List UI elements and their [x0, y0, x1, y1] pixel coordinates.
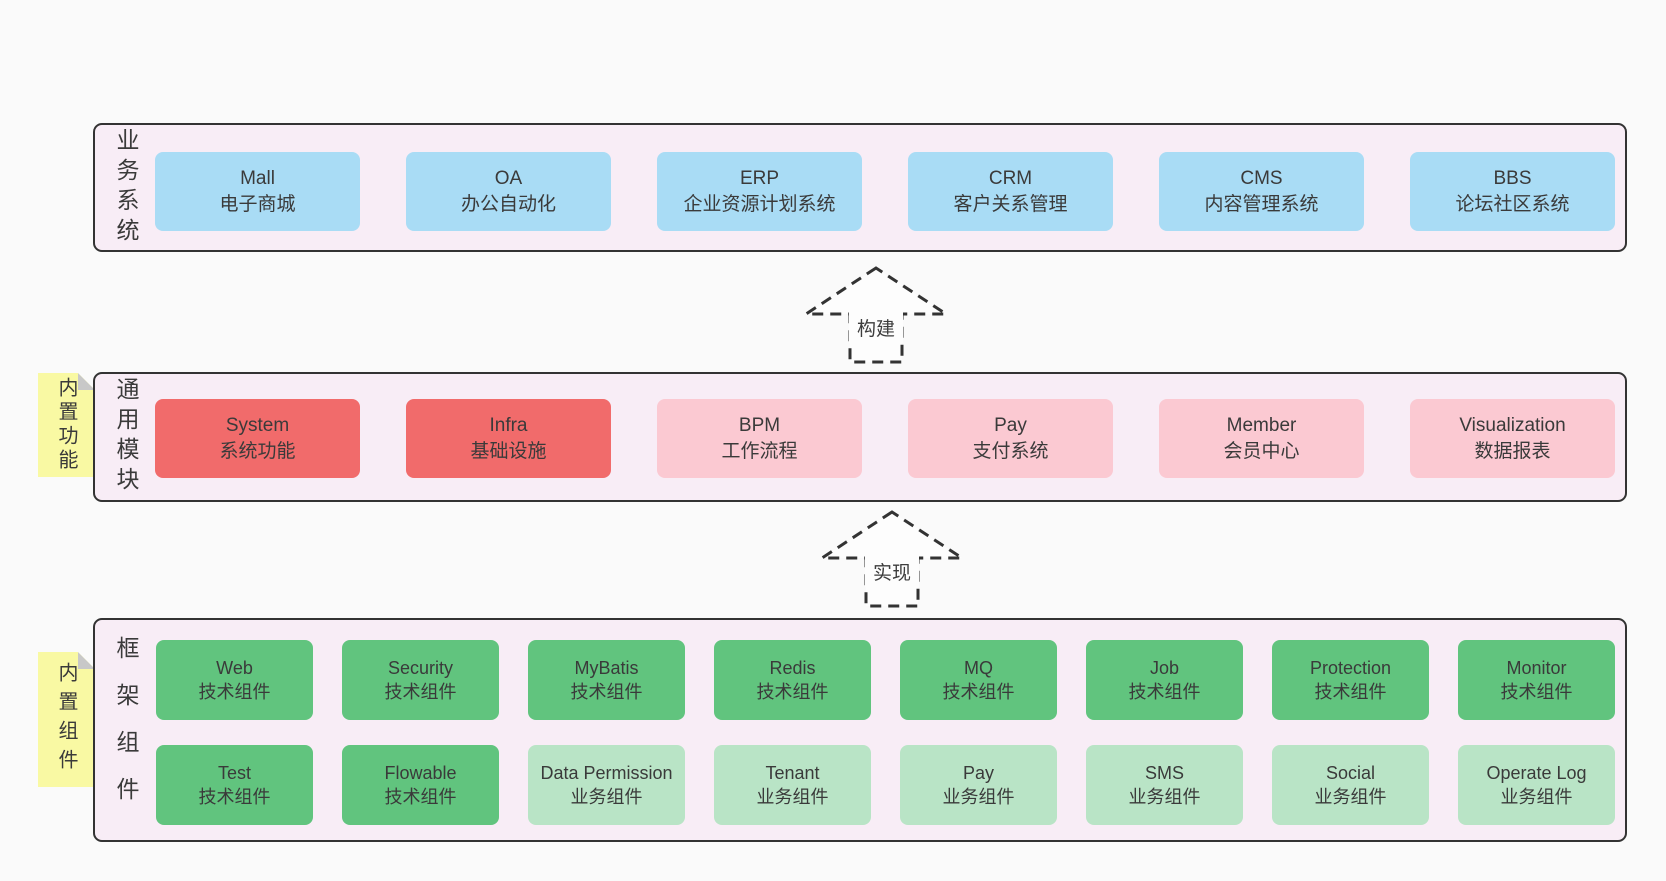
- common-modules-row: System 系统功能 Infra 基础设施 BPM 工作流程 Pay 支付系统…: [155, 399, 1615, 478]
- box-infra: Infra 基础设施: [406, 399, 611, 478]
- business-systems-row: Mall 电子商城 OA 办公自动化 ERP 企业资源计划系统 CRM 客户关系…: [155, 152, 1615, 231]
- implement-arrow-label: 实现: [865, 556, 919, 587]
- tag-built-in-features: 内置功能: [38, 373, 95, 477]
- framework-components-row-2: Test 技术组件 Flowable 技术组件 Data Permission …: [156, 745, 1615, 825]
- layer-framework-components: 框架组件 Web 技术组件 Security 技术组件 MyBatis 技术组件…: [93, 618, 1627, 842]
- box-erp: ERP 企业资源计划系统: [657, 152, 862, 231]
- box-data-permission: Data Permission 业务组件: [528, 745, 685, 825]
- box-mybatis: MyBatis 技术组件: [528, 640, 685, 720]
- box-monitor: Monitor 技术组件: [1458, 640, 1615, 720]
- tag-built-in-components: 内置组件: [38, 652, 95, 787]
- framework-components-grid: Web 技术组件 Security 技术组件 MyBatis 技术组件 Redi…: [156, 640, 1615, 825]
- box-bpm: BPM 工作流程: [657, 399, 862, 478]
- box-flowable: Flowable 技术组件: [342, 745, 499, 825]
- box-mall: Mall 电子商城: [155, 152, 360, 231]
- box-pay-business: Pay 业务组件: [900, 745, 1057, 825]
- box-social: Social 业务组件: [1272, 745, 1429, 825]
- box-operate-log: Operate Log 业务组件: [1458, 745, 1615, 825]
- box-mq: MQ 技术组件: [900, 640, 1057, 720]
- box-tenant: Tenant 业务组件: [714, 745, 871, 825]
- box-bbs: BBS 论坛社区系统: [1410, 152, 1615, 231]
- layer-title-business-systems: 业务系统: [113, 127, 139, 248]
- box-sms: SMS 业务组件: [1086, 745, 1243, 825]
- layer-business-systems: 业务系统 Mall 电子商城 OA 办公自动化 ERP 企业资源计划系统 CRM…: [93, 123, 1627, 252]
- layer-common-modules: 通用模块 System 系统功能 Infra 基础设施 BPM 工作流程 Pay…: [93, 372, 1627, 502]
- box-member: Member 会员中心: [1159, 399, 1364, 478]
- box-web: Web 技术组件: [156, 640, 313, 720]
- box-security: Security 技术组件: [342, 640, 499, 720]
- box-cms: CMS 内容管理系统: [1159, 152, 1364, 231]
- box-test: Test 技术组件: [156, 745, 313, 825]
- box-system: System 系统功能: [155, 399, 360, 478]
- box-oa: OA 办公自动化: [406, 152, 611, 231]
- framework-components-row-1: Web 技术组件 Security 技术组件 MyBatis 技术组件 Redi…: [156, 640, 1615, 720]
- box-job: Job 技术组件: [1086, 640, 1243, 720]
- box-redis: Redis 技术组件: [714, 640, 871, 720]
- layer-title-common-modules: 通用模块: [113, 377, 139, 497]
- box-protection: Protection 技术组件: [1272, 640, 1429, 720]
- build-arrow-label: 构建: [849, 312, 903, 343]
- box-crm: CRM 客户关系管理: [908, 152, 1113, 231]
- layer-title-framework-components: 框架组件: [113, 636, 139, 824]
- box-visualization: Visualization 数据报表: [1410, 399, 1615, 478]
- box-pay: Pay 支付系统: [908, 399, 1113, 478]
